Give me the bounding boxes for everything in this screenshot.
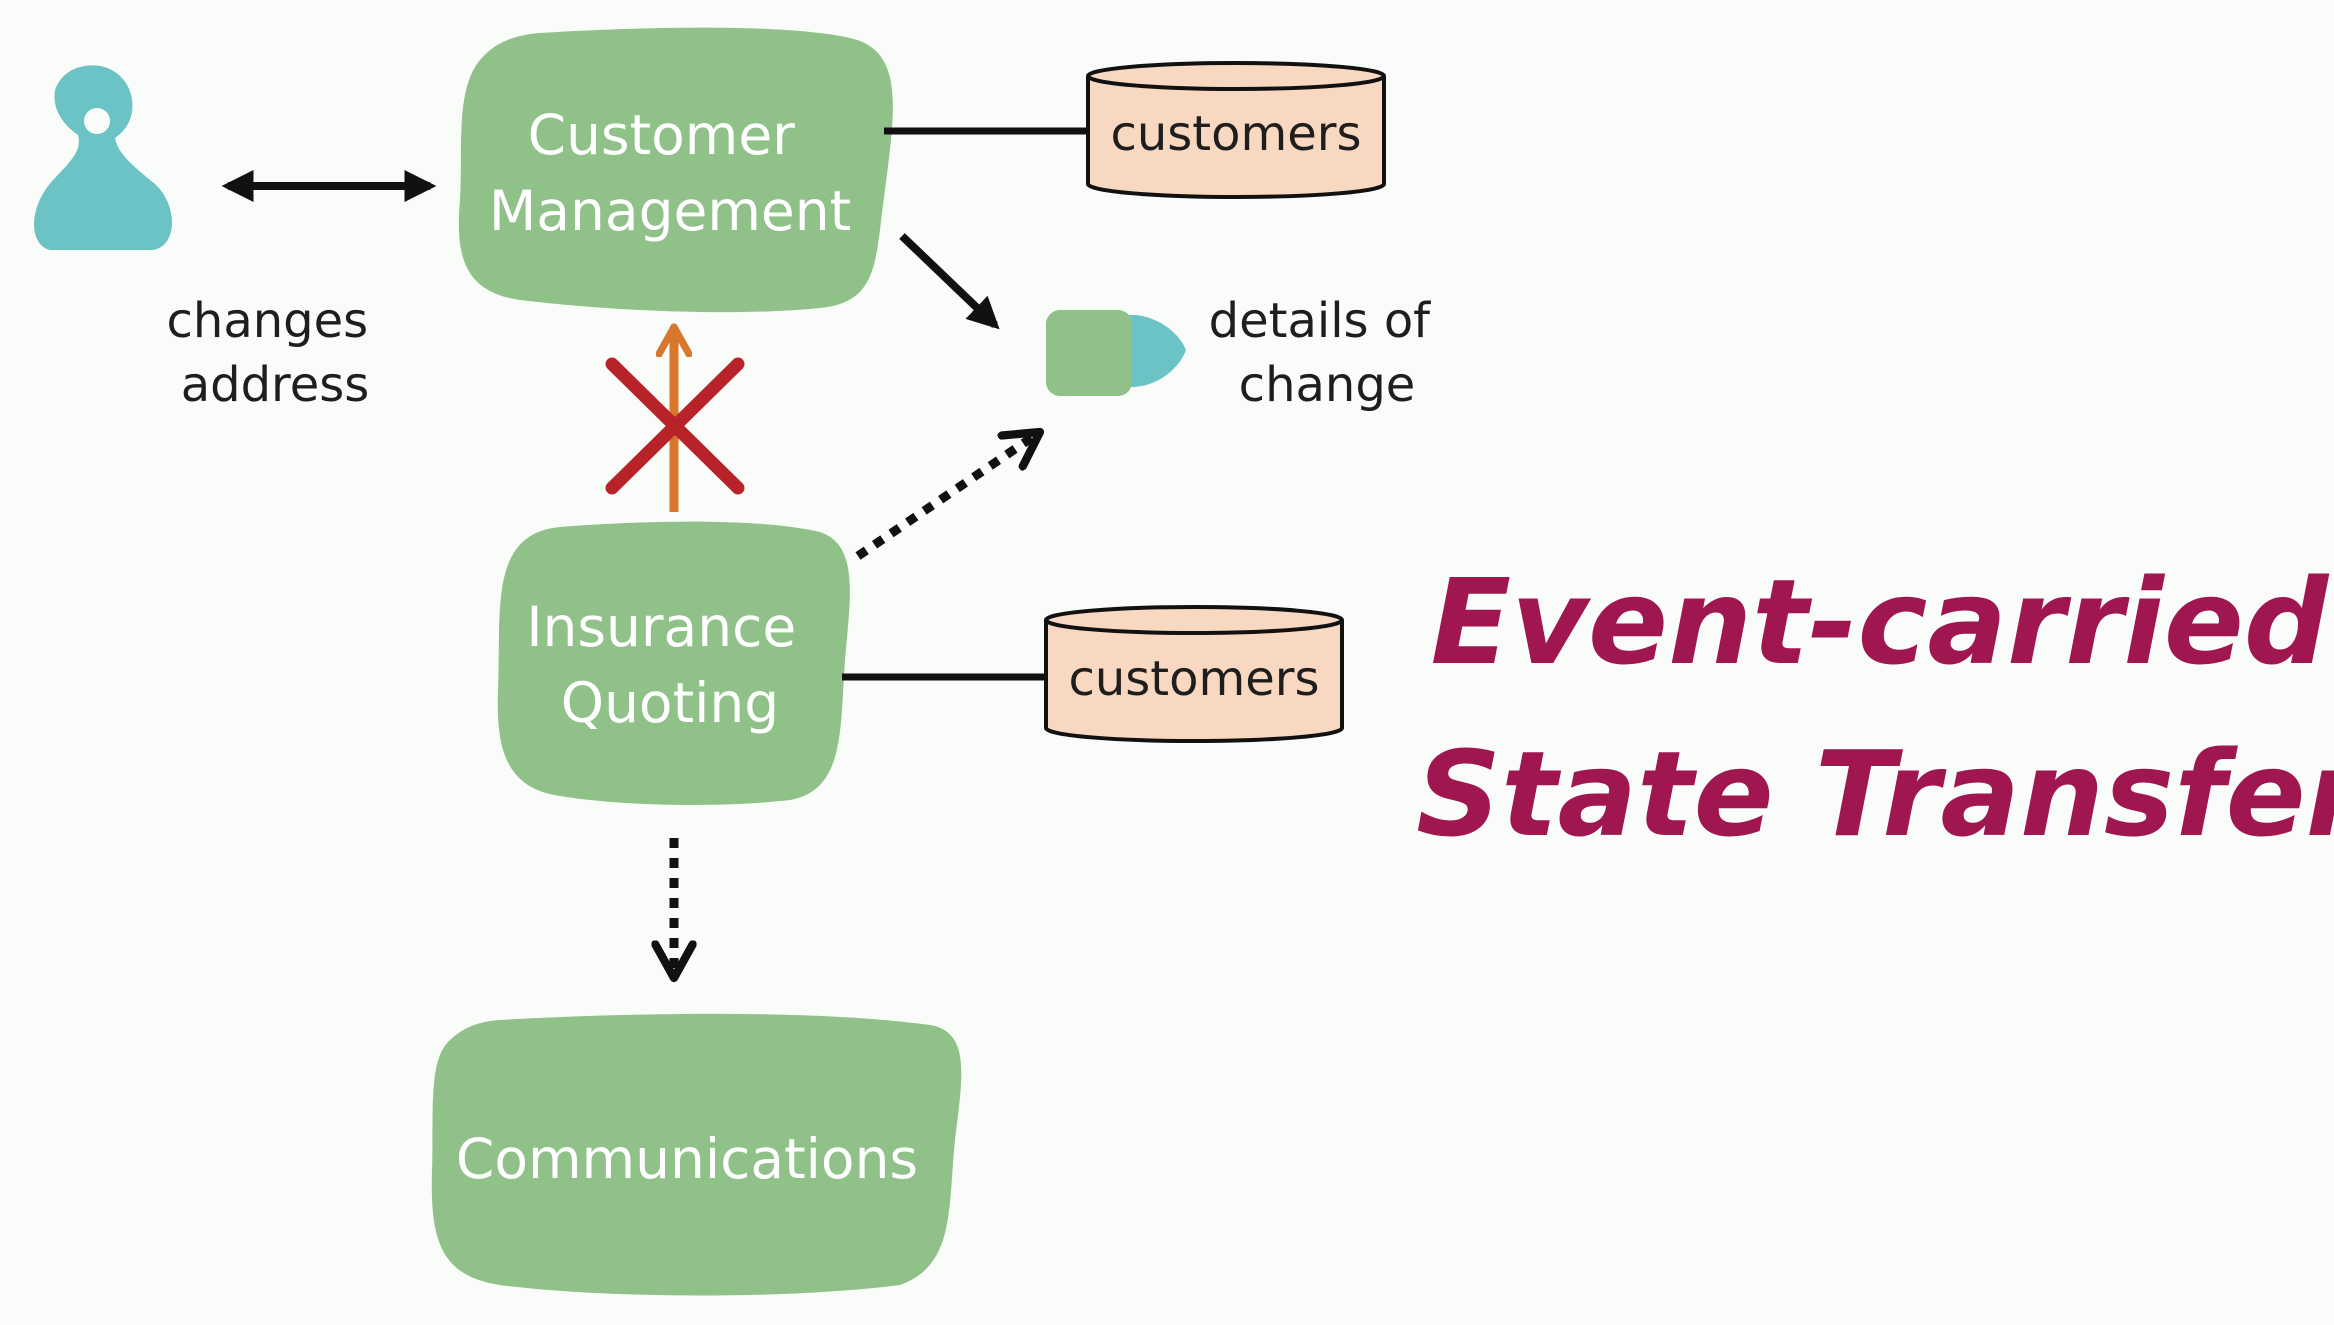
event-icon [1046, 310, 1186, 396]
event-label-line-1: details of [1209, 293, 1432, 349]
customer-management-label: Customer Management [489, 103, 851, 243]
slide-title-line-1: Event-carried [1431, 553, 2330, 691]
publish-event-arrow [899, 233, 1000, 330]
event-label-line-2: change [1239, 357, 1416, 413]
insurance-quoting-label-line-2: Quoting [561, 671, 779, 735]
customer-management-label-line-1: Customer [528, 103, 796, 167]
customer-management-label-line-2: Management [489, 179, 851, 243]
person-icon [34, 65, 173, 250]
slide-title-line-2: State Transfer [1416, 725, 2334, 863]
customers-database-bottom-label: customers [1068, 651, 1319, 707]
actor-label-line-2: address [181, 357, 370, 413]
cross-icon [605, 357, 745, 495]
actor-label-line-1: changes [167, 293, 369, 349]
customers-database-top: customers [1086, 61, 1386, 199]
insurance-quoting-label: Insurance Quoting [526, 595, 813, 735]
customers-database-bottom: customers [1044, 605, 1344, 743]
communications-label: Communications [456, 1127, 918, 1191]
event-label: details of change [1209, 293, 1446, 413]
communications-box [431, 1013, 962, 1296]
actor-label: changes address [167, 293, 384, 413]
subscribe-event-arrow [855, 432, 1040, 560]
insurance-quoting-box [497, 521, 850, 805]
customer-management-box [458, 27, 893, 313]
customers-database-top-label: customers [1110, 106, 1361, 162]
communications-label-line-1: Communications [456, 1127, 918, 1191]
slide-title: Event-carried State Transfer [1416, 553, 2334, 863]
insurance-quoting-label-line-1: Insurance [526, 595, 796, 659]
